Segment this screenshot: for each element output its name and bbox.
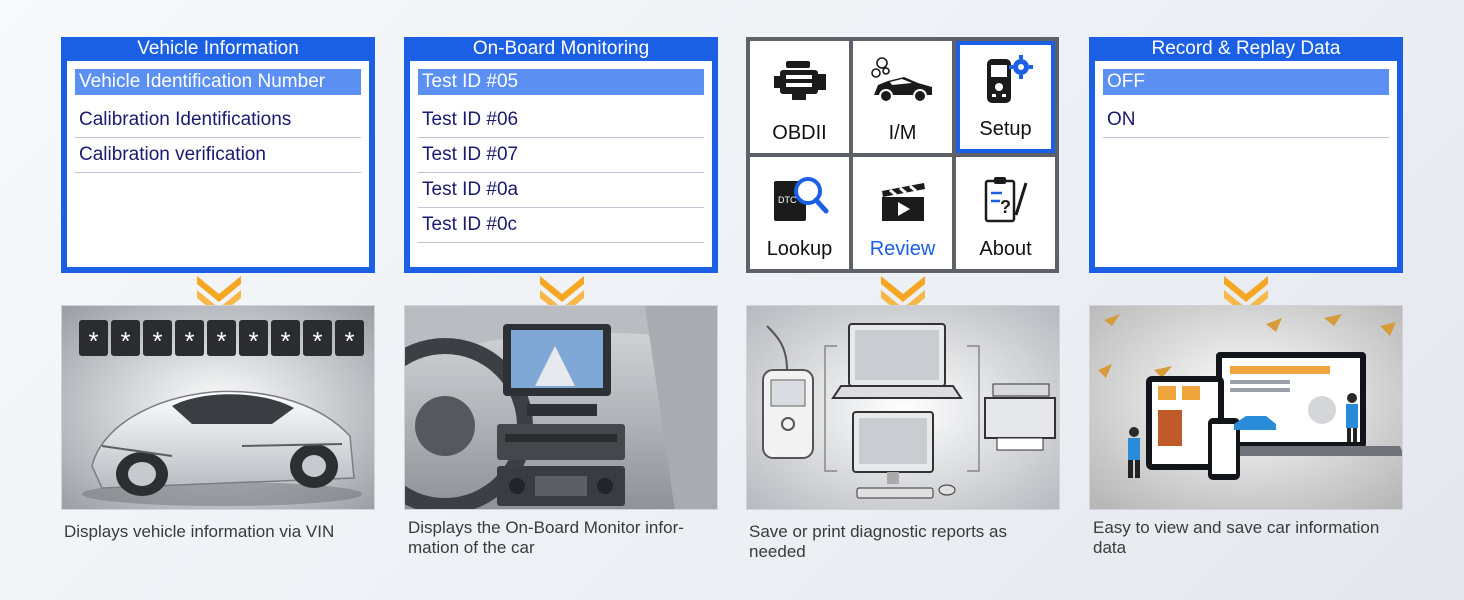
vehicle-information-screen: Vehicle Information Vehicle Identificati…: [61, 37, 375, 273]
screen-body: Test ID #05 Test ID #06 Test ID #07 Test…: [410, 61, 712, 267]
tile-label: Review: [869, 238, 936, 260]
tile-setup[interactable]: Setup: [956, 41, 1055, 153]
svg-text:?: ?: [1000, 197, 1011, 217]
concept-car-image: * * * * * * * * *: [61, 305, 375, 510]
dtc-text: DTC: [778, 195, 797, 205]
tile-about[interactable]: ? About: [956, 157, 1055, 269]
vin-char: *: [143, 320, 172, 356]
tile-label: I/M: [888, 122, 917, 144]
vin-char: *: [239, 320, 268, 356]
vin-char: *: [79, 320, 108, 356]
screen-body: OFF ON: [1095, 61, 1397, 267]
tile-label: OBDII: [772, 122, 827, 144]
caption-line: mation of the car: [408, 538, 535, 557]
menu-item-test-0c[interactable]: Test ID #0c: [418, 208, 704, 243]
car-dashboard-image: [404, 305, 718, 510]
menu-item-calibration-verification[interactable]: Calibration verification: [75, 138, 361, 173]
tile-label: Setup: [979, 118, 1032, 140]
menu-item-test-06[interactable]: Test ID #06: [418, 103, 704, 138]
menu-item-on[interactable]: ON: [1103, 103, 1389, 138]
vin-char: *: [111, 320, 140, 356]
vin-char: *: [303, 320, 332, 356]
onboard-monitoring-screen: On-Board Monitoring Test ID #05 Test ID …: [404, 37, 718, 273]
vin-mask: * * * * * * * * *: [79, 320, 364, 356]
car-emission-icon: [870, 57, 932, 103]
menu-item-test-0a[interactable]: Test ID #0a: [418, 173, 704, 208]
dtc-lookup-icon: DTC: [773, 177, 828, 221]
vin-char: *: [207, 320, 236, 356]
responsive-devices-image: [1089, 305, 1403, 510]
tile-label: About: [979, 238, 1032, 260]
menu-item-test-07[interactable]: Test ID #07: [418, 138, 704, 173]
tile-label: Lookup: [766, 238, 833, 260]
caption-main-menu: Save or print diagnostic reports as need…: [749, 522, 1069, 562]
caption-record: Easy to view and save car information da…: [1093, 518, 1413, 558]
screen-title: Record & Replay Data: [1151, 38, 1341, 59]
vin-char: *: [335, 320, 364, 356]
tile-im[interactable]: I/M: [853, 41, 952, 153]
clipboard-question-icon: ?: [984, 177, 1027, 223]
tile-obdii[interactable]: OBDII: [750, 41, 849, 153]
caption-text: Displays vehicle information via VIN: [64, 522, 335, 541]
screen-title: On-Board Monitoring: [472, 38, 650, 59]
clapperboard-icon: [881, 183, 925, 221]
screen-body: Vehicle Identification Number Calibratio…: [67, 61, 369, 267]
vin-char: *: [175, 320, 204, 356]
devices-sketch-image: [746, 305, 1060, 510]
caption-line: Save or print diagnostic reports as: [749, 522, 1007, 541]
caption-vehicle-info: Displays vehicle information via VIN: [64, 522, 384, 542]
tile-lookup[interactable]: DTC Lookup: [750, 157, 849, 269]
caption-line: needed: [749, 542, 806, 561]
menu-item-off[interactable]: OFF: [1103, 69, 1389, 95]
record-replay-screen: Record & Replay Data OFF ON: [1089, 37, 1403, 273]
scanner-gear-icon: [986, 55, 1033, 103]
menu-item-calibration-ids[interactable]: Calibration Identifications: [75, 103, 361, 138]
screen-title: Vehicle Information: [137, 38, 299, 59]
caption-onboard: Displays the On-Board Monitor infor- mat…: [408, 518, 728, 558]
caption-line: data: [1093, 538, 1127, 557]
tile-review[interactable]: Review: [853, 157, 952, 269]
vin-char: *: [271, 320, 300, 356]
caption-line: Easy to view and save car information: [1093, 518, 1380, 537]
caption-line: Displays the On-Board Monitor infor-: [408, 518, 684, 537]
menu-item-vin[interactable]: Vehicle Identification Number: [75, 69, 361, 95]
engine-icon: [773, 61, 826, 100]
menu-item-test-05[interactable]: Test ID #05: [418, 69, 704, 95]
main-menu-grid: OBDII I/M Setup: [746, 37, 1059, 273]
